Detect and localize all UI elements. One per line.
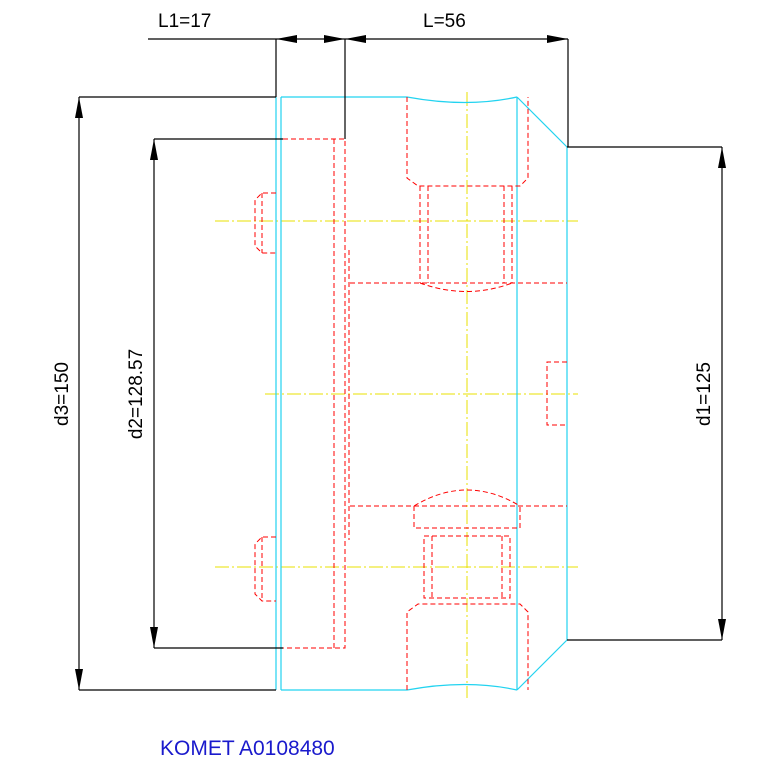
arrow-d1-bottom <box>718 619 726 640</box>
hidden-features <box>254 97 567 690</box>
label-l: L=56 <box>423 11 466 32</box>
label-d1: d1=125 <box>694 362 715 426</box>
part-outline <box>275 96 568 691</box>
arrow-l-right <box>547 35 568 43</box>
arrow-d1-top <box>718 147 726 168</box>
outline-bottom-edge <box>281 683 518 691</box>
hidden-lower-chamfer <box>406 603 529 690</box>
dimension-labels: L1=17 L=56 d3=150 d2=128.57 d1=125 <box>52 11 715 439</box>
outline-chamfer-bottom <box>516 639 568 691</box>
hidden-upper-counterbore <box>406 97 529 187</box>
label-d3: d3=150 <box>52 362 73 426</box>
dimension-lines <box>75 35 726 691</box>
hidden-lower-bore <box>423 535 511 599</box>
arrow-l1-left <box>276 35 297 43</box>
hidden-pin-hole-lower <box>254 536 276 602</box>
hidden-key-slot <box>546 361 567 426</box>
arrow-d3-top <box>75 97 83 118</box>
hidden-central-channel <box>283 138 346 649</box>
centerlines <box>215 92 578 698</box>
hidden-lower-dome <box>413 489 521 507</box>
hidden-lower-counterbore <box>413 506 521 529</box>
hidden-upper-bore-bottom <box>419 282 513 292</box>
arrow-d2-bottom <box>150 627 158 648</box>
arrow-d2-top <box>150 139 158 160</box>
arrow-l-left <box>345 35 366 43</box>
drawing-caption: KOMET A0108480 <box>160 737 335 760</box>
label-l1: L1=17 <box>158 11 211 32</box>
outline-top-edge <box>281 96 518 104</box>
hidden-pin-hole-upper <box>254 192 276 254</box>
arrow-d3-bottom <box>75 669 83 690</box>
arrow-l1-right <box>324 35 345 43</box>
outline-chamfer-top <box>516 96 568 148</box>
label-d2: d2=128.57 <box>126 349 147 439</box>
